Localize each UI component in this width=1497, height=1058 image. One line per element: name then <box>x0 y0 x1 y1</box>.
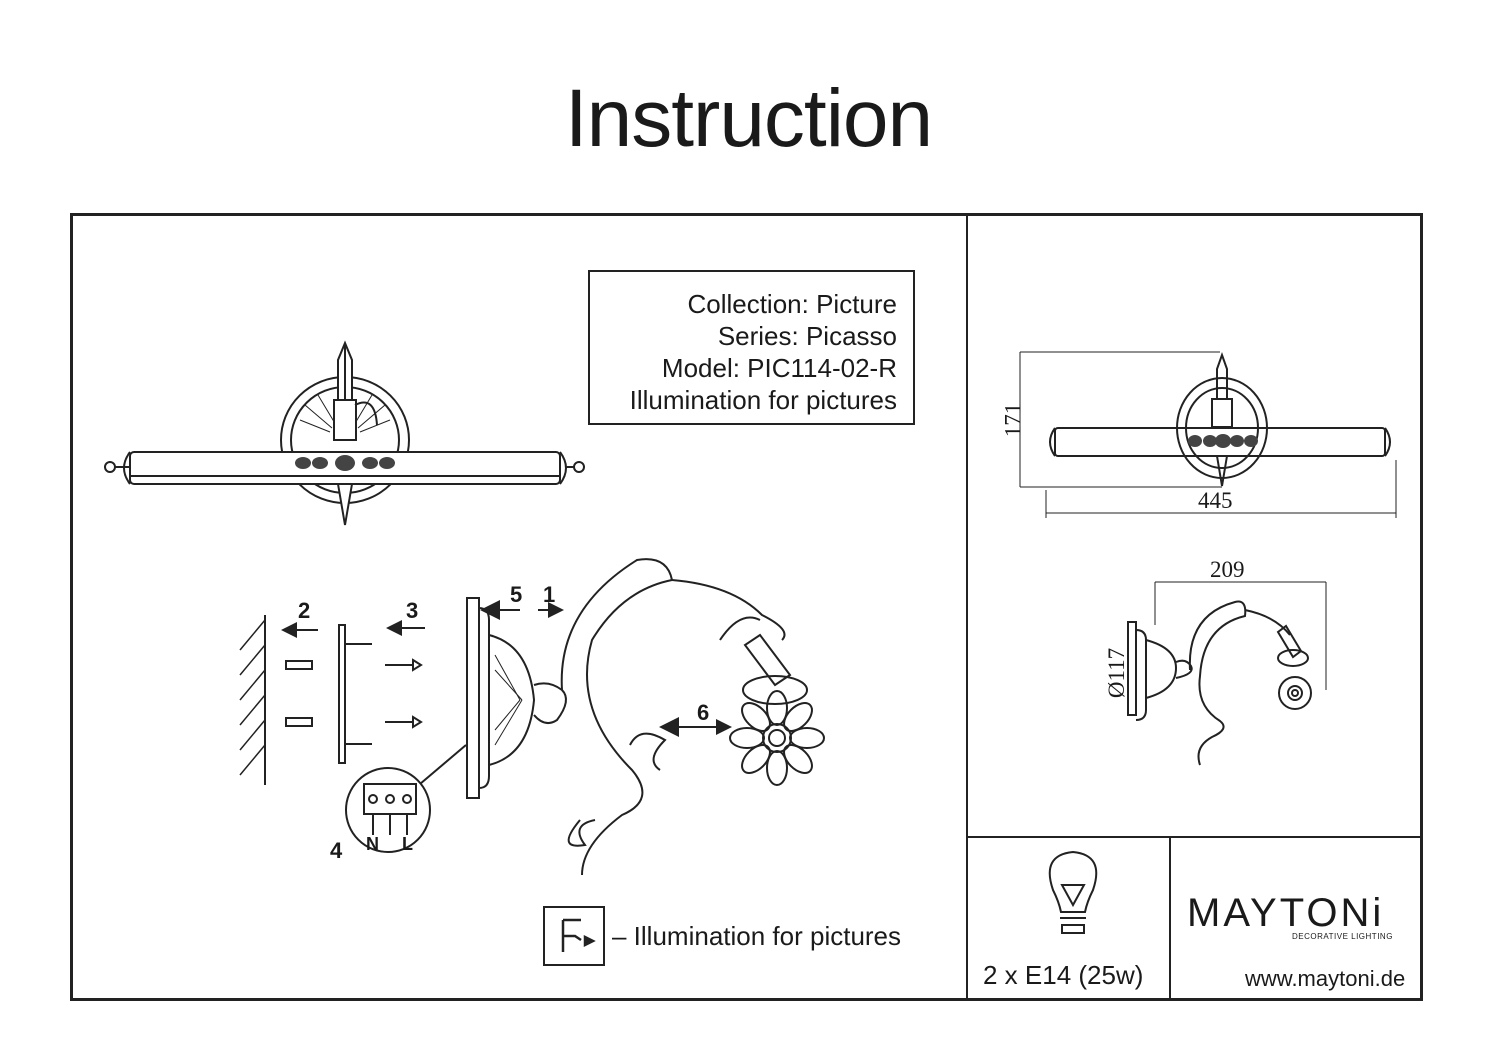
footer-divider <box>1169 836 1171 1001</box>
picture-light-icon <box>561 918 596 952</box>
dimension-top-drawing <box>1049 352 1391 487</box>
bulb-spec: 2 x E14 (25w) <box>983 960 1144 990</box>
step-1-number: 1 <box>543 582 556 607</box>
dimension-height: 171 <box>1000 402 1026 438</box>
step-4-number: 4 <box>330 838 343 863</box>
dimension-base-diameter: Ø117 <box>1104 647 1130 699</box>
brand-logo: MAYTONi <box>1187 891 1385 935</box>
light-bulb-icon <box>1048 850 1098 934</box>
terminal-neutral-label: N <box>366 834 379 854</box>
brand-tagline: DECORATIVE LIGHTING <box>1292 932 1393 941</box>
purpose-label: Illumination for pictures <box>629 385 897 415</box>
step-6-number: 6 <box>697 700 710 725</box>
dimension-depth: 209 <box>1210 557 1245 582</box>
series-label: Series: Picasso <box>717 321 897 351</box>
vertical-divider <box>966 213 968 1001</box>
step-2-number: 2 <box>298 598 311 623</box>
horizontal-divider <box>966 836 1423 838</box>
dimension-side-drawing <box>1127 600 1312 766</box>
legend-icon-box <box>543 906 605 966</box>
instruction-frame <box>70 213 1423 1001</box>
step-3-number: 3 <box>406 598 419 623</box>
brand-website[interactable]: www.maytoni.de <box>1245 966 1406 991</box>
collection-label: Collection: Picture <box>687 289 897 319</box>
product-info-box: Collection: Picture Series: Picasso Mode… <box>588 270 915 425</box>
legend-text: – Illumination for pictures <box>612 921 902 951</box>
dimension-lines-side <box>1127 581 1327 715</box>
front-view-drawing <box>104 340 585 526</box>
step-5-number: 5 <box>510 582 523 607</box>
terminal-live-label: L <box>402 834 413 854</box>
dimension-width: 445 <box>1198 488 1233 513</box>
dimension-lines-top <box>1019 351 1397 518</box>
installation-drawing <box>239 558 825 876</box>
page-title: Instruction <box>564 73 933 164</box>
model-label: Model: PIC114-02-R <box>661 353 897 383</box>
